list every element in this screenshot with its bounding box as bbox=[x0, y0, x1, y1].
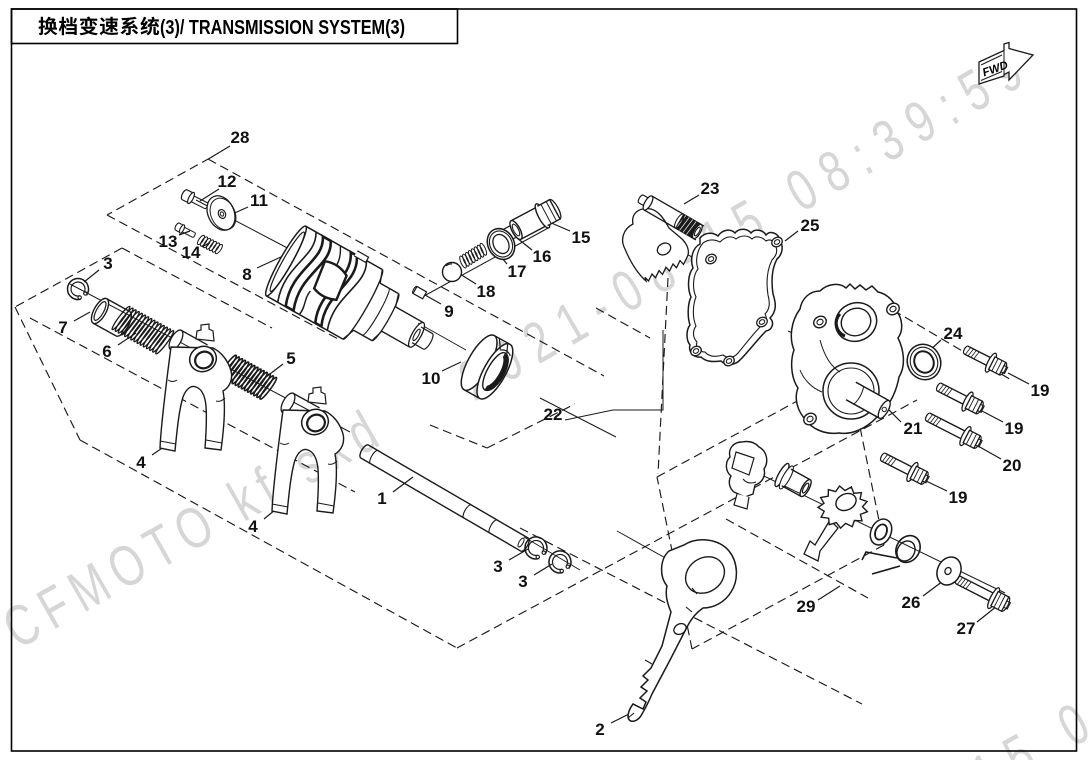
svg-text:3: 3 bbox=[493, 557, 502, 576]
svg-text:19: 19 bbox=[1031, 381, 1050, 400]
svg-text:28: 28 bbox=[231, 128, 250, 147]
svg-text:18: 18 bbox=[477, 282, 496, 301]
svg-text:13: 13 bbox=[159, 232, 178, 251]
svg-text:24: 24 bbox=[944, 324, 963, 343]
svg-text:12: 12 bbox=[218, 172, 237, 191]
svg-text:6: 6 bbox=[102, 342, 111, 361]
svg-text:4: 4 bbox=[136, 453, 146, 472]
svg-text:20: 20 bbox=[1003, 456, 1022, 475]
svg-text:5: 5 bbox=[286, 349, 295, 368]
svg-text:27: 27 bbox=[957, 619, 976, 638]
svg-text:19: 19 bbox=[949, 488, 968, 507]
svg-text:25: 25 bbox=[801, 216, 820, 235]
svg-text:16: 16 bbox=[533, 247, 552, 266]
svg-text:3: 3 bbox=[518, 572, 527, 591]
svg-text:22: 22 bbox=[544, 405, 563, 424]
svg-text:11: 11 bbox=[250, 191, 268, 210]
svg-text:7: 7 bbox=[58, 318, 67, 337]
svg-text:3: 3 bbox=[103, 254, 112, 273]
svg-text:15: 15 bbox=[572, 228, 591, 247]
svg-text:17: 17 bbox=[508, 262, 527, 281]
svg-text:29: 29 bbox=[797, 597, 816, 616]
svg-text:19: 19 bbox=[1005, 419, 1024, 438]
svg-text:21: 21 bbox=[904, 419, 923, 438]
svg-text:4: 4 bbox=[248, 517, 258, 536]
svg-text:9: 9 bbox=[444, 302, 453, 321]
svg-text:1: 1 bbox=[377, 489, 386, 508]
svg-text:26: 26 bbox=[902, 593, 921, 612]
svg-text:23: 23 bbox=[701, 179, 720, 198]
svg-text:2: 2 bbox=[595, 720, 604, 739]
svg-text:14: 14 bbox=[182, 243, 201, 262]
svg-text:8: 8 bbox=[242, 265, 251, 284]
svg-text:(3)/ TRANSMISSION SYSTEM(3): (3)/ TRANSMISSION SYSTEM(3) bbox=[160, 16, 405, 39]
svg-text:10: 10 bbox=[422, 369, 441, 388]
